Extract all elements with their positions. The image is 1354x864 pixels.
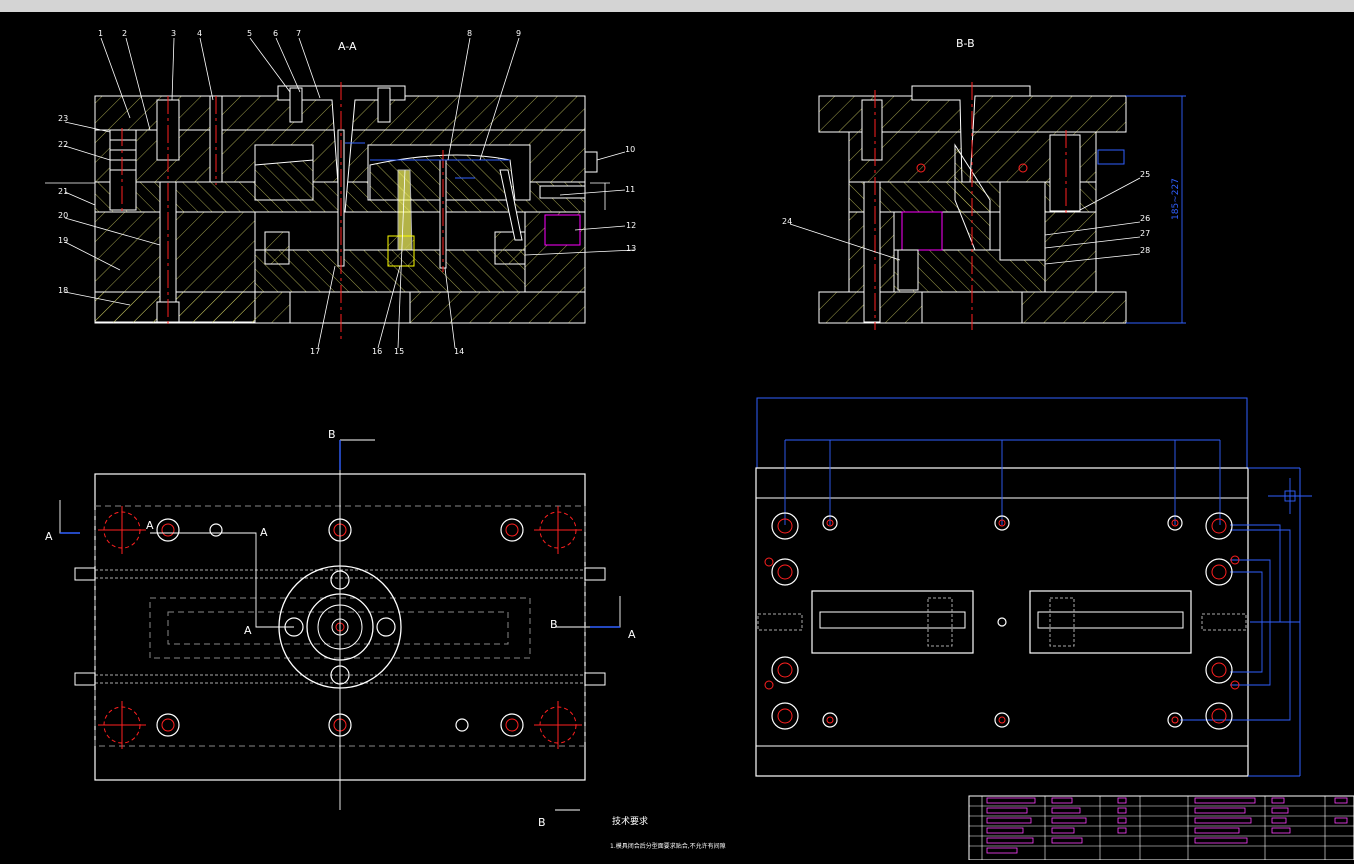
section-bb-view: B-B 185~227 — [782, 37, 1186, 330]
title-block — [968, 795, 1354, 861]
part-label-19: 19 — [58, 236, 68, 245]
tech-req-title: 技术要求 — [612, 815, 648, 827]
cad-drawing-canvas[interactable]: A-A — [0, 12, 1354, 861]
plan-marker-b-top: B — [328, 428, 336, 441]
part-label-2: 2 — [122, 29, 127, 38]
part-label-14: 14 — [454, 347, 464, 356]
part-label-22: 22 — [58, 140, 68, 149]
part-label-13: 13 — [626, 244, 636, 253]
part-label-5: 5 — [247, 29, 252, 38]
technical-requirements: 技术要求 1.模具闭合后分型面要求贴合,不允许有间隙 — [610, 815, 726, 850]
part-label-27: 27 — [1140, 229, 1150, 238]
part-label-17: 17 — [310, 347, 320, 356]
section-aa-view: A-A — [45, 29, 636, 356]
plate-view — [755, 397, 1312, 777]
part-label-11: 11 — [625, 185, 635, 194]
plan-view: B B A A A A A B — [45, 428, 636, 829]
part-label-25: 25 — [1140, 170, 1150, 179]
part-label-12: 12 — [626, 221, 636, 230]
part-label-8: 8 — [467, 29, 472, 38]
part-label-9: 9 — [516, 29, 521, 38]
part-label-28: 28 — [1140, 246, 1150, 255]
plan-marker-a-mid: A — [260, 526, 268, 539]
part-label-16: 16 — [372, 347, 382, 356]
part-label-18: 18 — [58, 286, 68, 295]
tech-req-line-1: 1.模具闭合后分型面要求贴合,不允许有间隙 — [610, 842, 726, 850]
plan-marker-b-right: B — [550, 618, 558, 631]
part-label-26: 26 — [1140, 214, 1150, 223]
part-label-1: 1 — [98, 29, 103, 38]
part-label-23: 23 — [58, 114, 68, 123]
part-label-15: 15 — [394, 347, 404, 356]
window-top-strip — [0, 0, 1354, 12]
part-label-6: 6 — [273, 29, 278, 38]
part-label-21: 21 — [58, 187, 68, 196]
part-label-4: 4 — [197, 29, 202, 38]
part-label-20: 20 — [58, 211, 68, 220]
plan-marker-a-right: A — [628, 628, 636, 641]
part-label-7: 7 — [296, 29, 301, 38]
plan-marker-b-bottom: B — [538, 816, 546, 829]
plan-marker-a-inner: A — [146, 519, 154, 532]
section-bb-title: B-B — [956, 37, 975, 50]
part-label-3: 3 — [171, 29, 176, 38]
part-label-10: 10 — [625, 145, 635, 154]
section-aa-title: A-A — [338, 40, 357, 53]
plan-marker-a-left: A — [45, 530, 53, 543]
plan-marker-a-center: A — [244, 624, 252, 637]
bb-height-dimension: 185~227 — [1171, 178, 1181, 220]
part-label-24: 24 — [782, 217, 792, 226]
